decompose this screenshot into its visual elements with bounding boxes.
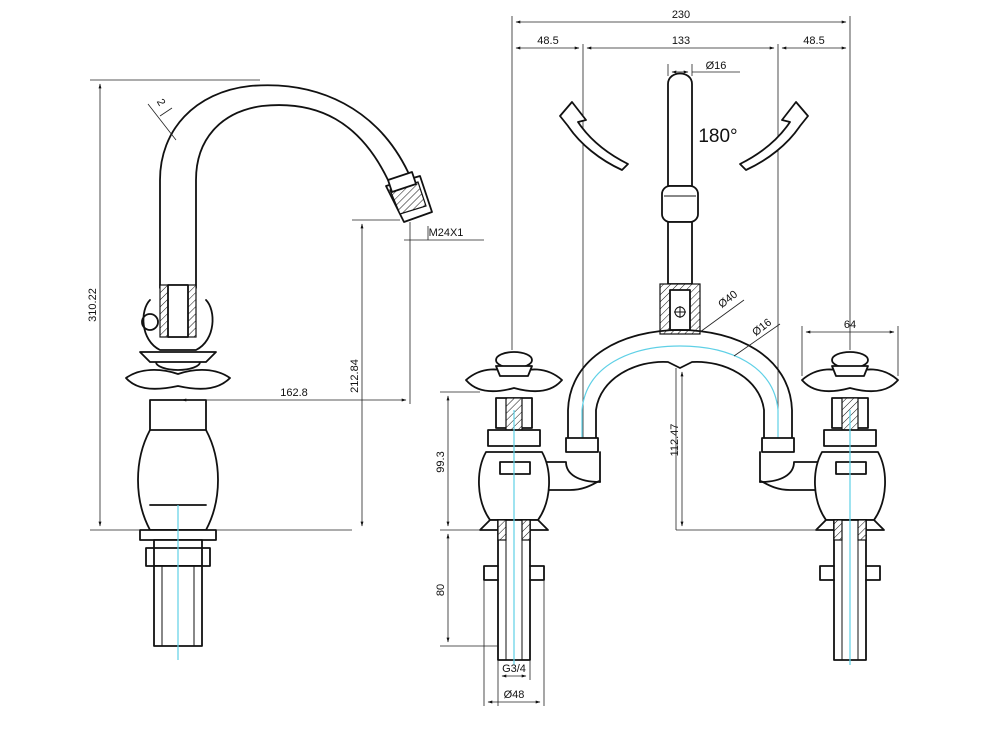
center-span-label: 133 <box>672 35 690 47</box>
shank-length-label: 80 <box>435 584 447 596</box>
bridge-arch <box>539 329 821 491</box>
bridge-diameter-label: Ø40 <box>716 289 740 311</box>
thread-label: G3/4 <box>502 663 526 675</box>
front-view: 230 48.5 133 48.5 Ø16 180° <box>435 9 899 706</box>
left-offset-label: 48.5 <box>537 35 558 47</box>
spout-offset-label: 2 <box>154 97 167 108</box>
side-view: 310.22 212.84 162.8 M24X1 2 <box>87 79 484 660</box>
side-handle <box>125 351 231 390</box>
bridge-tube-diameter-label: Ø16 <box>750 317 774 339</box>
spout-reach-label: 162.8 <box>280 387 308 399</box>
rotation-arrow-left-icon <box>559 101 629 171</box>
rotation-label: 180° <box>698 126 737 147</box>
bridge-height-label: 112.47 <box>669 424 681 457</box>
rotation-arrow-right-icon <box>739 101 809 171</box>
valve-height-label: 99.3 <box>435 451 447 472</box>
shank-diameter-label: Ø48 <box>504 689 525 701</box>
aerator <box>385 171 433 223</box>
handle-width-label: 64 <box>844 319 856 331</box>
right-offset-label: 48.5 <box>803 35 824 47</box>
spout-diameter-label: Ø16 <box>706 60 727 72</box>
left-valve <box>465 351 563 665</box>
front-spout <box>659 72 701 335</box>
total-width-label: 230 <box>672 9 690 21</box>
spout-collar <box>141 284 214 351</box>
right-valve <box>801 351 899 665</box>
total-height-label: 310.22 <box>87 288 99 322</box>
aerator-thread-label: M24X1 <box>429 227 464 239</box>
spout-height-label: 212.84 <box>349 359 361 393</box>
